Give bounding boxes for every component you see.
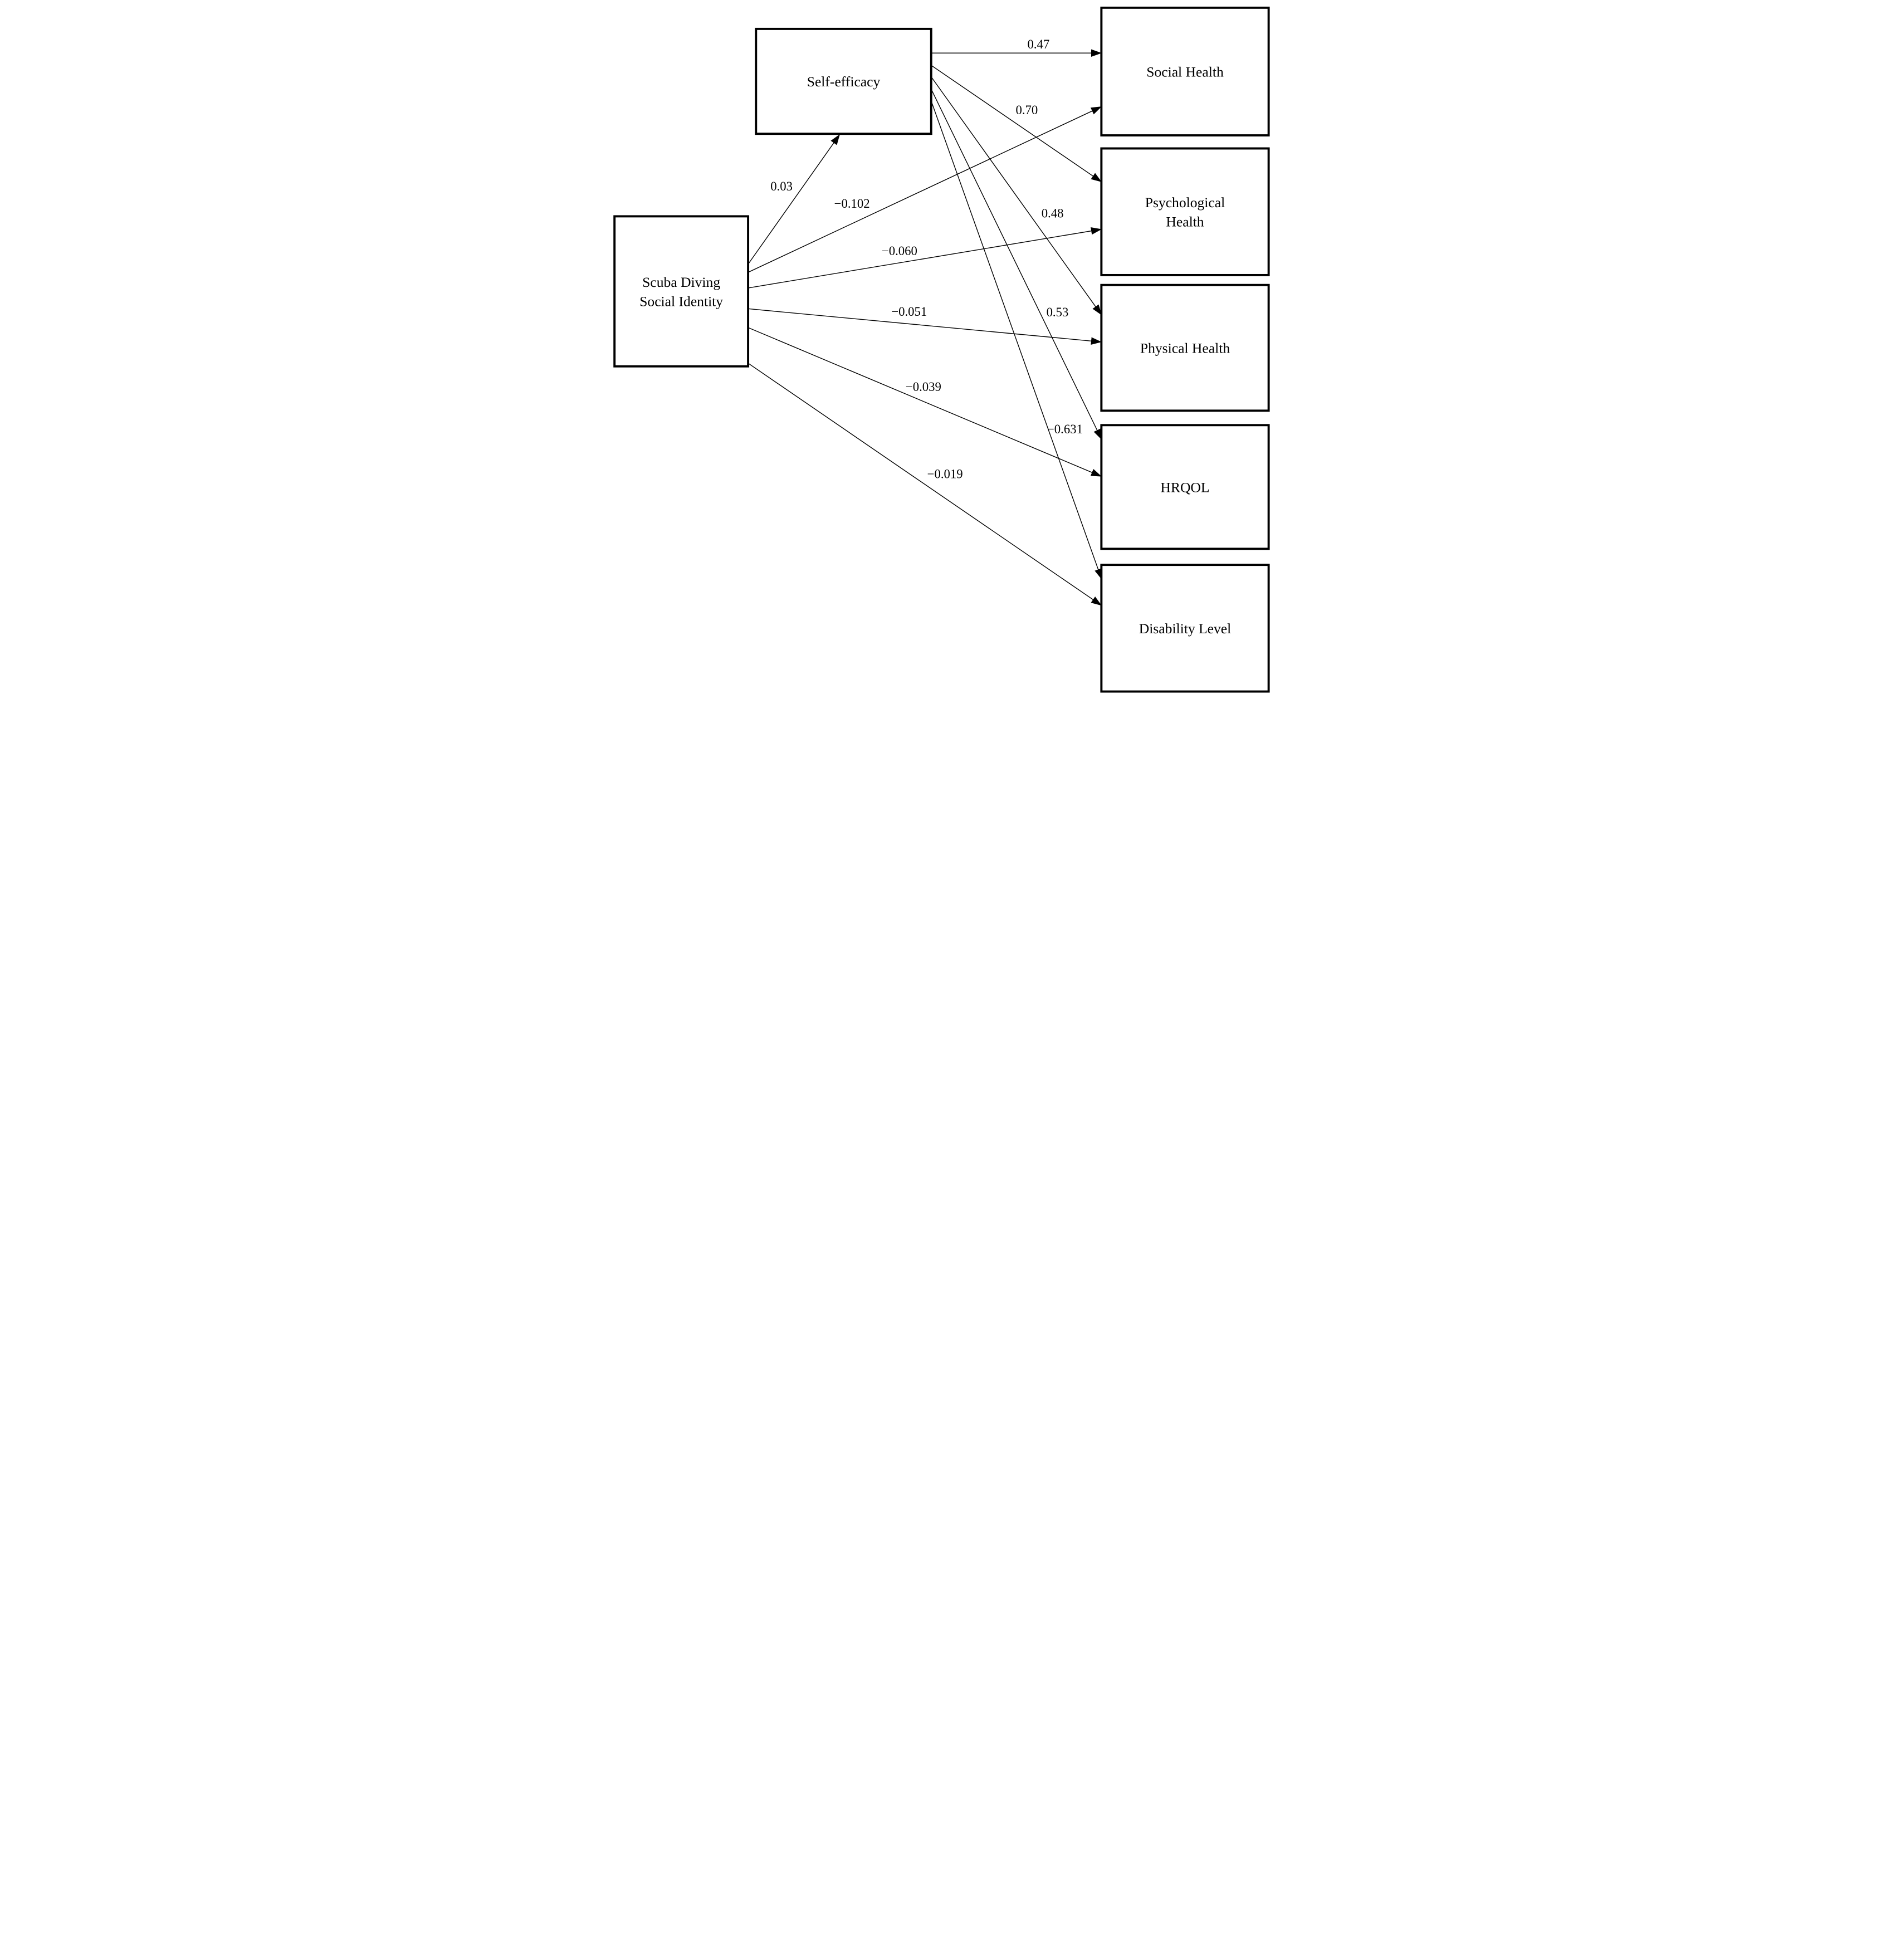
node-label-line: Social Health [1146,63,1224,80]
path-coefficient-label: 0.47 [1027,37,1049,51]
node-label-disability-level: Disability Level [1139,620,1231,636]
path-coefficient-label: −0.051 [891,305,927,319]
path-arrow-self-efficacy-to-physical-health [930,76,1102,316]
node-label-line: Physical Health [1140,340,1229,356]
node-label-line: Disability Level [1139,620,1231,636]
node-label-line: Scuba Diving [642,273,720,290]
node-box-social-health [1100,6,1270,137]
node-label-hrqol: HRQOL [1160,479,1209,495]
path-coefficient-label: −0.019 [927,467,963,481]
path-coefficient-label: 0.48 [1041,207,1063,221]
path-coefficient-label: −0.102 [834,197,869,211]
path-arrow-self-efficacy-to-psychological-health [930,65,1102,183]
node-self-efficacy: Self-efficacy [754,27,932,135]
node-box-psychological-health [1100,147,1270,276]
path-coefficient-label: −0.631 [1047,422,1082,436]
node-social-health: Social Health [1100,6,1270,137]
path-arrow-scuba-diving-social-identity-to-self-efficacy [747,134,841,265]
path-coefficient-label: 0.03 [770,179,793,193]
path-arrow-self-efficacy-to-disability-level [930,100,1102,580]
sem-diagram-canvas: 0.03 0.47 0.70 0.48 0.53 −0.631 −0.102 −0.060 −0… [606,0,1275,697]
node-box-disability-level [1100,564,1270,693]
path-coefficient-label: −0.060 [881,244,917,258]
path-coefficient-label: 0.70 [1015,103,1038,117]
path-arrow-scuba-diving-social-identity-to-psychological-health [747,227,1102,289]
path-arrow-scuba-diving-social-identity-to-hrqol [747,327,1102,477]
path-coefficient-label: −0.039 [905,380,941,394]
node-disability-level: Disability Level [1100,564,1270,693]
node-box-self-efficacy [754,27,932,135]
path-coefficient-label: 0.53 [1046,305,1068,319]
path-arrow-scuba-diving-social-identity-to-social-health [747,106,1102,273]
node-label-line: HRQOL [1160,479,1209,495]
path-arrow-scuba-diving-social-identity-to-physical-health [747,308,1102,345]
node-box-hrqol [1100,424,1270,550]
path-arrow-scuba-diving-social-identity-to-disability-level [747,363,1102,606]
path-diagram-figure: 0.03 0.47 0.70 0.48 0.53 −0.631 −0.102 −0.060 −0… [606,0,1275,697]
path-arrow-self-efficacy-to-hrqol [930,89,1102,440]
node-label-line: Psychological [1145,194,1225,210]
node-label-line: Social Identity [639,293,723,309]
node-label-physical-health: Physical Health [1140,340,1229,356]
node-hrqol: HRQOL [1100,424,1270,550]
node-label-self-efficacy: Self-efficacy [807,74,880,90]
node-label-social-health: Social Health [1146,63,1224,80]
edges-layer: 0.03 0.47 0.70 0.48 0.53 −0.631 −0.102 −0.060 −0… [747,37,1102,606]
node-label-line: Self-efficacy [807,74,880,90]
node-box-physical-health [1100,284,1270,412]
node-box-scuba-diving-social-identity [613,215,749,368]
node-physical-health: Physical Health [1100,284,1270,412]
node-label-line: Health [1166,213,1204,229]
